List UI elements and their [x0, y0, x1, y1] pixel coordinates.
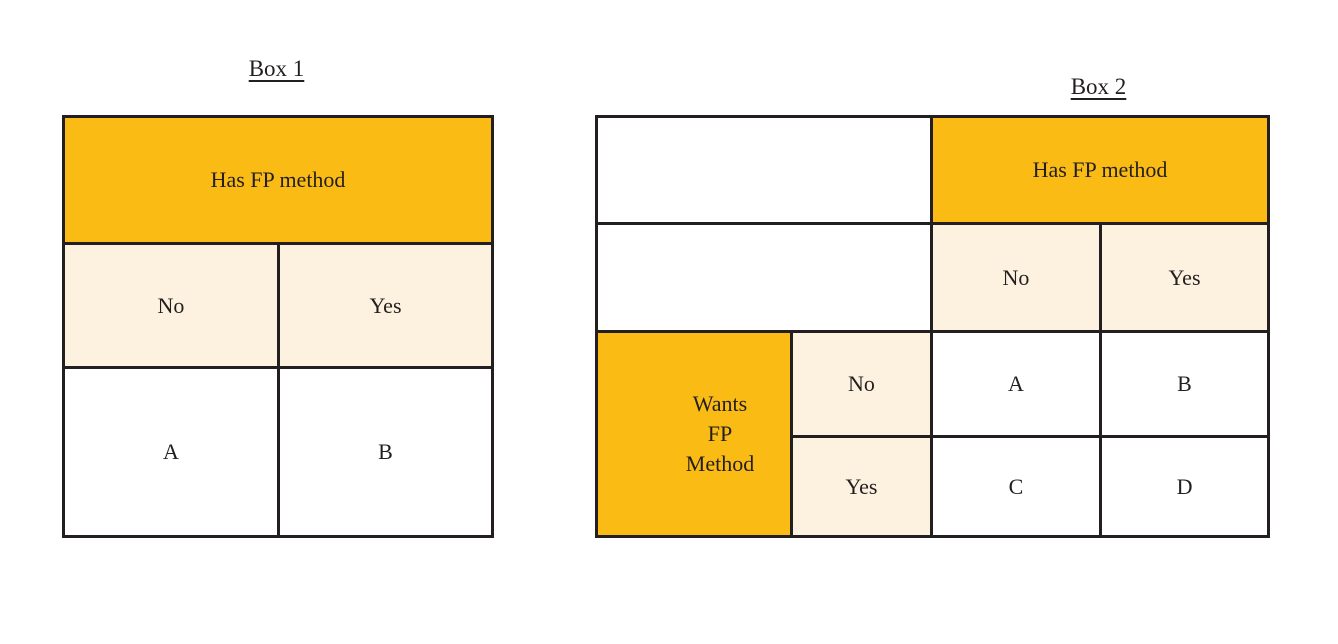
box1-label-row: No Yes	[62, 242, 495, 369]
box2-header-cell: Has FP method	[929, 115, 1271, 225]
box2-cell-a: A	[930, 330, 1102, 438]
box2-cell-d: D	[1098, 435, 1271, 538]
box1-value-row: A B	[62, 366, 495, 538]
box2-row-header-line1: Wants	[692, 391, 748, 416]
box2-table: Has FP method No Yes Wants FP Method No …	[595, 115, 1271, 538]
box2-rowlabel-yes-cell: Yes	[790, 435, 933, 538]
box2-row-header-cell: Wants FP Method	[595, 330, 793, 538]
box2-row-header-line2: FP	[707, 421, 733, 446]
box2-cell-c: C	[930, 435, 1102, 538]
box2-row-header-line3: Method	[685, 451, 755, 476]
box1-label-no-cell: No	[62, 242, 280, 369]
box1-cell-a: A	[62, 366, 280, 538]
box2-rowlabel-no-cell: No	[790, 330, 933, 438]
box1-header-row: Has FP method	[61, 115, 495, 245]
box1-title-text: Box 1	[248, 56, 305, 81]
box2-collabel-no-cell: No	[930, 222, 1102, 333]
box2-header-row: Has FP method	[595, 115, 1271, 225]
box2-title: Box 2	[930, 74, 1267, 100]
box2-spacer-top	[595, 115, 933, 225]
box1-header-cell: Has FP method	[61, 115, 495, 245]
box1-table: Has FP method No Yes A B	[61, 115, 495, 538]
box1-label-yes-cell: Yes	[276, 242, 495, 369]
box2-collabel-yes-cell: Yes	[1098, 222, 1271, 333]
box2-spacer-mid	[595, 222, 933, 333]
box1-cell-b: B	[276, 366, 495, 538]
box2-row-no: Wants FP Method No A B	[595, 330, 1271, 538]
box1-title: Box 1	[62, 56, 491, 82]
box2-title-text: Box 2	[1070, 74, 1127, 99]
box2-cell-b: B	[1098, 330, 1271, 438]
box2-collabel-row: No Yes	[595, 222, 1271, 333]
box2-row-yes: Yes C D	[597, 435, 1271, 538]
